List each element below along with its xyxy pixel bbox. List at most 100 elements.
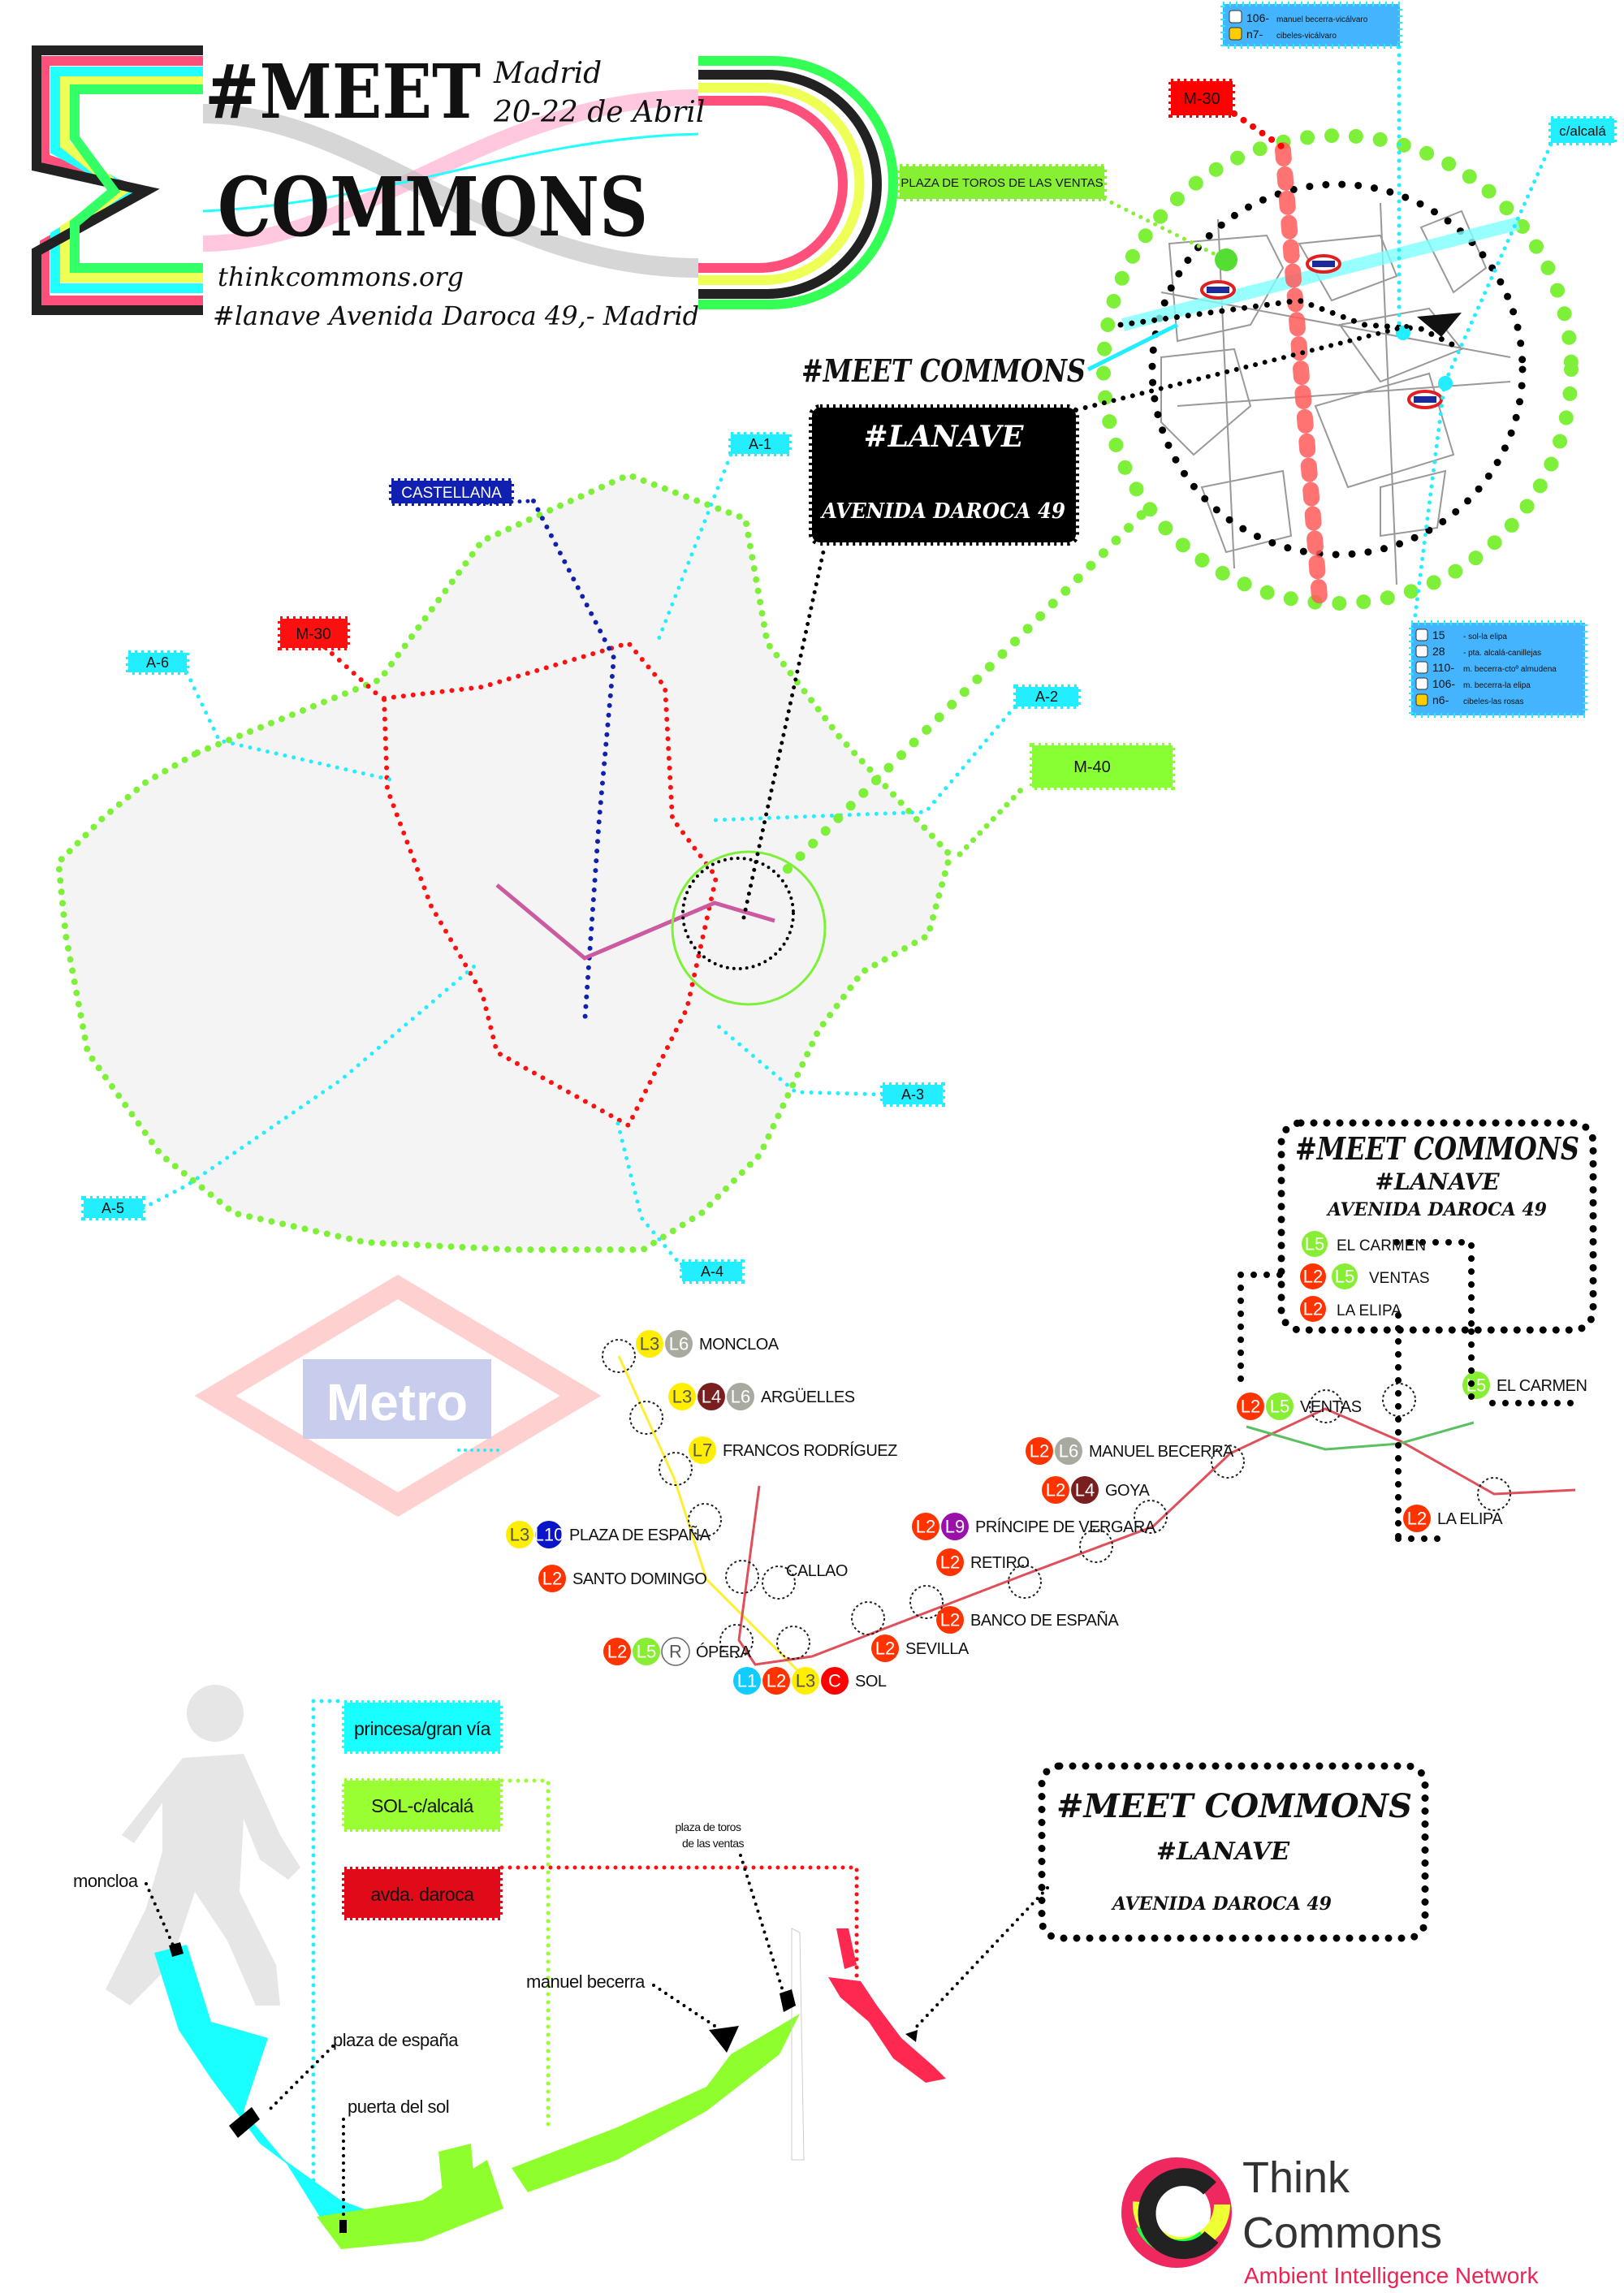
road-tag-text: A-1 <box>749 436 771 452</box>
road-tag-m30: M-30 <box>278 616 350 650</box>
road-tag-text: M-30 <box>296 626 330 643</box>
plaza-espana-marker <box>229 2107 260 2138</box>
line-badge-text: L5 <box>637 1642 656 1662</box>
metro-station-icon <box>1407 390 1443 409</box>
puerta-sol-marker <box>339 2220 347 2233</box>
station-ring <box>762 1565 796 1600</box>
info-box-subtitle: #LANAVE <box>1375 1168 1500 1195</box>
line-badge-l3 <box>506 1521 533 1548</box>
line-badge-r <box>661 1637 690 1666</box>
leader-line <box>322 645 384 701</box>
station-ring <box>909 1585 944 1619</box>
station-ring <box>1079 1529 1113 1563</box>
leader-line <box>1231 110 1290 153</box>
station-ring <box>1211 1444 1245 1479</box>
manuel-becerra-marker <box>709 2026 739 2053</box>
title-commons: COMMONS <box>218 159 648 255</box>
line-badge-l3 <box>636 1330 663 1358</box>
meet-commons-logo: #MEET COMMONS Madrid 20-22 de Abril <box>32 45 898 315</box>
metro-line-l3 <box>617 1355 801 1674</box>
logo-think: Think <box>1242 2153 1350 2202</box>
plaza-toros-text: PLAZA DE TOROS DE LAS VENTAS <box>901 176 1103 190</box>
bus-stop-marker <box>1396 326 1410 340</box>
line-badge-l2 <box>1300 1296 1326 1322</box>
place-label-manuel-becerra: manuel becerra <box>526 1971 646 1992</box>
bus-route: manuel becerra-vicálvaro <box>1276 15 1368 24</box>
city-area <box>58 475 950 1250</box>
website-link[interactable]: thinkcommons.org <box>218 261 464 292</box>
line-badge-l6 <box>665 1330 693 1358</box>
info-box-connectors <box>1237 1239 1587 1542</box>
highway-radials <box>140 452 1017 1269</box>
venue-area-circle <box>671 850 827 1006</box>
line-badge-l7 <box>689 1436 716 1464</box>
title-meet: #MEET <box>205 48 481 136</box>
place-label-puerta-sol: puerta del sol <box>348 2097 449 2117</box>
line-badge-text: L6 <box>669 1334 689 1354</box>
venue-marker <box>1417 313 1462 337</box>
station-ring <box>1477 1477 1511 1511</box>
venue-box-title: #LANAVE <box>864 420 1025 454</box>
line-badge-l10 <box>535 1521 563 1548</box>
line-badge-text: L3 <box>640 1334 659 1354</box>
station-name: SOL <box>855 1673 887 1691</box>
bus-stop-marker <box>1438 376 1453 391</box>
line-badge-l3 <box>668 1383 696 1410</box>
line-badge-l4 <box>698 1383 725 1410</box>
station-ring <box>725 1560 759 1594</box>
moncloa-marker <box>169 1942 184 1957</box>
bus-number: n7- <box>1246 28 1263 41</box>
station-ring <box>719 1624 754 1658</box>
legend-label: princesa/gran vía <box>354 1718 491 1739</box>
walking-legend: princesa/gran vía SOL-c/alcalá avda. dar… <box>311 1699 859 2195</box>
meet-commons-label: #MEET COMMONS <box>801 352 1086 389</box>
route-segment-avda-daroca <box>828 1928 946 2083</box>
line-badge-text: L6 <box>731 1387 750 1407</box>
walking-box-title: #MEET COMMONS <box>1056 1787 1412 1825</box>
line-badge-l6 <box>1055 1437 1082 1465</box>
pedestrian-icon <box>106 1685 300 2006</box>
line-badge-c <box>821 1667 849 1695</box>
bus-route: cibeles-las rosas <box>1463 697 1523 706</box>
line-badge-l6 <box>727 1383 754 1410</box>
road-tag-text: CASTELLANA <box>401 485 502 502</box>
bus-route-bottom-0: 15- sol-la elipa <box>1415 628 1507 641</box>
line-badge-l5 <box>1462 1371 1490 1399</box>
route-segment-sol-alcala <box>317 2014 800 2249</box>
line-badge-text: L2 <box>916 1517 935 1537</box>
event-city: Madrid <box>493 57 602 90</box>
line-badge-l2 <box>871 1634 899 1662</box>
calle-alcala-band <box>1121 217 1520 331</box>
info-station-name: VENTAS <box>1369 1270 1430 1287</box>
logo-stripes <box>32 45 898 315</box>
area-dotted-circle <box>1148 180 1527 559</box>
station-name: ARGÜELLES <box>761 1388 855 1406</box>
station-name: FRANCOS RODRÍGUEZ <box>723 1441 897 1460</box>
line-badge-text: L4 <box>1075 1480 1095 1501</box>
station-name: ÓPERA <box>696 1643 752 1661</box>
bus-route: m. becerra-ctoº almudena <box>1463 665 1557 674</box>
station-ring <box>688 1503 722 1537</box>
line-badge-text: L2 <box>1303 1267 1323 1287</box>
road-tag-a5: A-5 <box>81 1196 145 1220</box>
legend-item-sol-alcala: SOL-c/alcalá <box>342 1778 503 1832</box>
bus-route-bottom-4: n6-cibeles-las rosas <box>1415 693 1523 706</box>
metro-logo-text: Metro <box>326 1373 468 1432</box>
line-badge-l2 <box>538 1565 566 1592</box>
station-name: MANUEL BECERRA <box>1089 1443 1234 1461</box>
venue-dotted-circle <box>681 857 795 970</box>
walking-box-subtitle: #LANAVE <box>1156 1837 1290 1866</box>
metro-info-box: #MEET COMMONS #LANAVE AVENIDA DAROCA 49 … <box>1237 1119 1597 1542</box>
bus-number: 15 <box>1432 628 1445 641</box>
bus-route: - pta. alcalá-canillejas <box>1463 649 1541 658</box>
